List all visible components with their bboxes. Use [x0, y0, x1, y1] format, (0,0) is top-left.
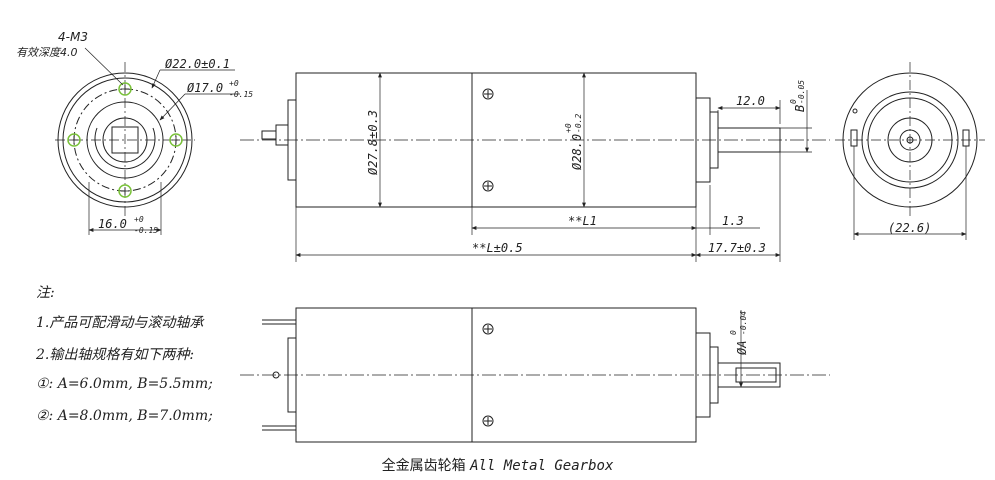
inner-dia-tol-lower: -0.15 — [229, 90, 253, 99]
note-line-2: 2.输出轴规格有如下两种: — [36, 347, 195, 363]
caption-en: All Metal Gearbox — [470, 458, 614, 474]
bottom-shaft-dia-label: ØA — [735, 341, 749, 355]
note-line-1: 1.产品可配滑动与滚动轴承 — [36, 315, 204, 331]
thread-callout: 4-M3 — [58, 30, 88, 44]
outer-dia-arrow — [151, 69, 161, 89]
inner-dia-tol-upper: +0 — [229, 79, 239, 88]
width-tol-lower: -0.15 — [134, 226, 158, 235]
caption-cn: 全金属齿轮箱 — [381, 458, 466, 474]
mount-hole-bottom — [118, 184, 132, 198]
bottom-screw-bottom — [482, 415, 494, 427]
mount-hole-right — [169, 133, 183, 147]
note-option-2: ②: A=8.0mm, B=7.0mm; — [36, 408, 213, 424]
rear-terminal — [275, 124, 289, 146]
depth-callout: 有效深度4.0 — [16, 46, 78, 59]
outer-dia-label: Ø22.0±0.1 — [165, 57, 230, 71]
shaft-length-label: 12.0 — [736, 94, 765, 108]
caption: 全金属齿轮箱 All Metal Gearbox — [0, 455, 995, 475]
l-label: **L±0.5 — [472, 241, 523, 255]
shaft-dia-label: B — [793, 105, 807, 112]
shaft-dia-tol-upper: 0 — [789, 99, 798, 104]
mount-hole-left — [67, 133, 81, 147]
rear-vent-hole — [852, 108, 858, 114]
screw-top — [482, 88, 494, 100]
screw-bottom — [482, 180, 494, 192]
thread-leader — [84, 47, 124, 86]
inner-dia-arrow — [159, 93, 186, 121]
shaft-dia-tol-lower: -0.05 — [797, 80, 806, 104]
rear-tab — [261, 130, 277, 140]
width-label: 16.0 — [98, 217, 127, 231]
bottom-shaft-tol-upper: 0 — [729, 330, 738, 335]
mounting-holes — [67, 82, 183, 198]
side-view — [240, 72, 830, 262]
l1-label: **L1 — [568, 214, 597, 228]
shaft-total-label: 17.7±0.3 — [708, 241, 766, 255]
front-view — [55, 47, 240, 235]
right-dia-tol-upper: +0 — [564, 123, 573, 133]
mount-hole-top — [118, 82, 132, 96]
right-dia-tol-lower: -0.2 — [574, 114, 583, 133]
bottom-screw-top — [482, 323, 494, 335]
flange-label: 1.3 — [722, 214, 744, 228]
bottom-shaft-tol-lower: -0.04 — [739, 311, 748, 335]
right-dia-label: Ø28.0 — [570, 134, 584, 170]
rear-terminal-left — [850, 129, 858, 147]
inner-dia-label: Ø17.0 — [187, 81, 223, 95]
notes-heading: 注: — [36, 285, 55, 301]
left-dia-label: Ø27.8±0.3 — [366, 110, 380, 175]
width-tol-upper: +0 — [134, 215, 144, 224]
rear-width-label: (22.6) — [888, 221, 931, 235]
note-option-1: ①: A=6.0mm, B=5.5mm; — [36, 376, 213, 392]
rear-terminal-right — [962, 129, 970, 147]
front-boss-arc — [94, 127, 156, 170]
bottom-view — [240, 307, 830, 443]
rear-view — [835, 62, 985, 240]
